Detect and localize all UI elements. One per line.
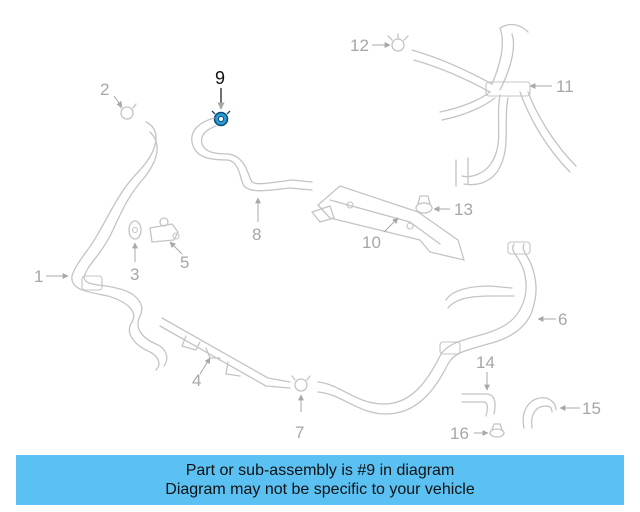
callout-8: 8 <box>252 225 261 244</box>
callout-11: 11 <box>556 77 574 96</box>
part-2-clamp <box>117 103 137 120</box>
part-7-clamp <box>291 375 311 392</box>
leader-10 <box>383 217 399 233</box>
callout-1: 1 <box>34 267 43 286</box>
callout-6: 6 <box>558 310 567 329</box>
callout-5: 5 <box>180 253 189 272</box>
part-6-radiator-hose <box>317 241 537 415</box>
banner-line-2: Diagram may not be specific to your vehi… <box>165 481 475 498</box>
leader-5 <box>169 241 183 255</box>
part-4-pipe <box>159 317 291 389</box>
parts-diagram: 11 12 9 8 10 13 2 <box>34 23 601 443</box>
part-15-curved-hose <box>522 397 557 429</box>
callout-14: 14 <box>476 353 495 372</box>
callout-4: 4 <box>192 371 201 390</box>
callout-3: 3 <box>130 265 139 284</box>
part-9-hose-clip <box>211 110 231 127</box>
part-13-grommet <box>415 195 433 214</box>
part-1-radiator-hose <box>71 121 168 371</box>
leader-2 <box>113 95 123 108</box>
callout-2: 2 <box>100 80 109 99</box>
leader-4 <box>199 357 211 375</box>
info-banner: Part or sub-assembly is #9 in diagram Di… <box>16 455 624 505</box>
callout-12: 12 <box>350 36 369 55</box>
banner-line-1: Part or sub-assembly is #9 in diagram <box>185 462 455 479</box>
part-14-small-hose <box>461 393 496 417</box>
callout-7: 7 <box>295 423 304 442</box>
part-11-hose-assembly <box>411 23 577 187</box>
callout-13: 13 <box>454 200 473 219</box>
part-10-bracket <box>311 185 465 261</box>
callout-9: 9 <box>215 68 225 88</box>
part-12-clamp <box>387 33 409 52</box>
part-3-gasket <box>128 220 142 240</box>
part-5-fitting <box>149 217 180 243</box>
callout-10: 10 <box>362 233 381 252</box>
part-8-hose <box>191 117 313 192</box>
part-16-grommet <box>489 423 505 438</box>
callout-15: 15 <box>582 399 601 418</box>
callout-16: 16 <box>450 424 469 443</box>
